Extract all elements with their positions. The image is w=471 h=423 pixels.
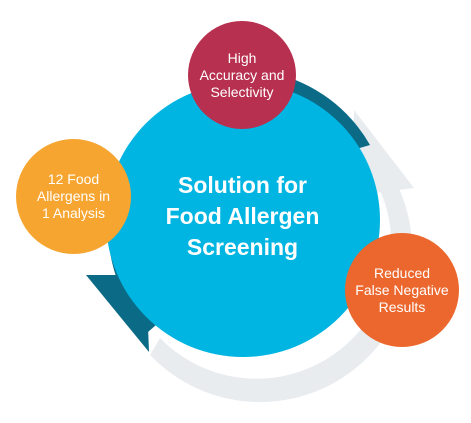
center-title: Solution for Food Allergen Screening [165,172,320,260]
center-circle [106,83,380,357]
node-high-accuracy-label: High Accuracy and Selectivity [199,49,285,100]
node-12-allergens: 12 Food Allergens in 1 Analysis [16,139,131,254]
node-12-allergens-label: 12 Food Allergens in 1 Analysis [36,171,111,221]
node-reduced-false-negative-label: Reduced False Negative Results [355,264,449,315]
node-high-accuracy: High Accuracy and Selectivity [188,21,296,129]
node-reduced-false-negative: Reduced False Negative Results [345,233,459,347]
